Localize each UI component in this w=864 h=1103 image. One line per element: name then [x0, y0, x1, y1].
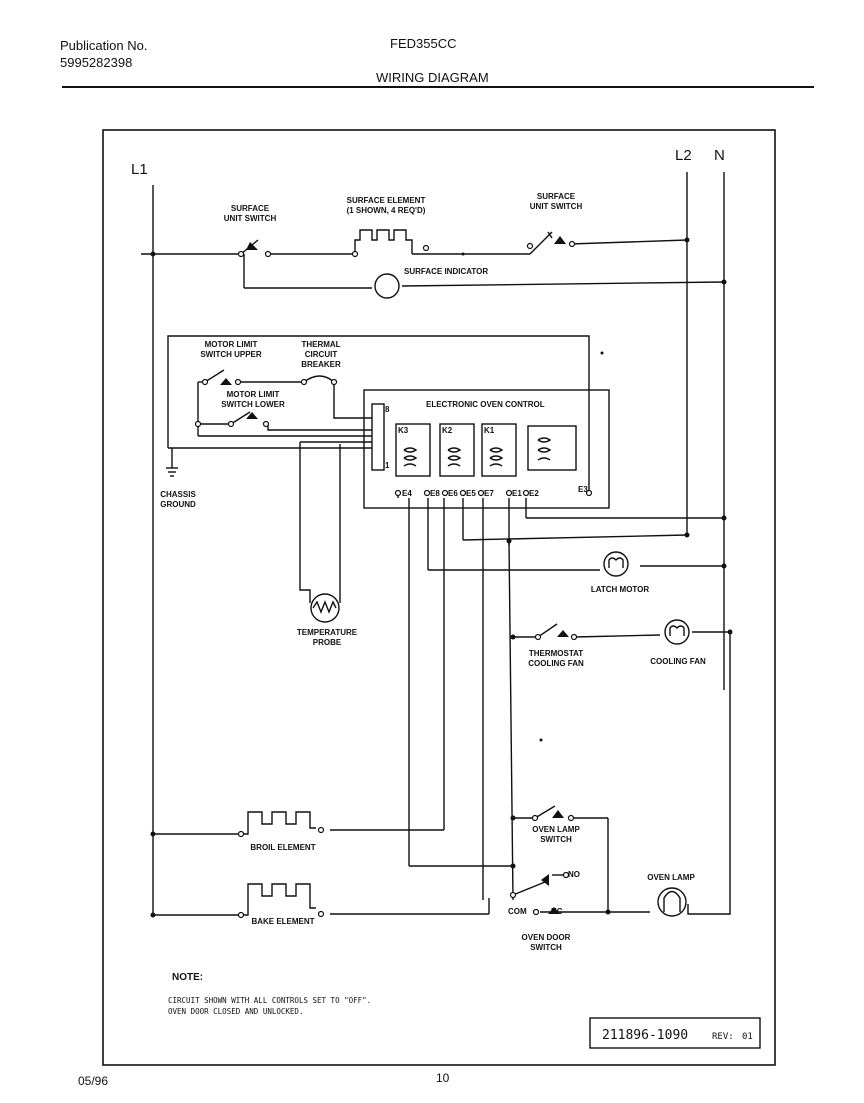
thermal-breaker-label-3: BREAKER — [301, 360, 341, 369]
connector-pin-8: 8 — [385, 405, 390, 414]
surface-element-label-2: (1 SHOWN, 4 REQ'D) — [347, 206, 426, 215]
temperature-probe — [310, 593, 340, 623]
terminal-e7: E7 — [484, 489, 494, 498]
terminal-e8: E8 — [430, 489, 440, 498]
surface-switch-left-label-2: UNIT SWITCH — [224, 214, 277, 223]
diagram-frame — [102, 129, 776, 1066]
switch-com-label: COM — [508, 907, 527, 916]
surface-switch-right-label-1: SURFACE — [537, 192, 576, 201]
bake-element — [241, 883, 316, 916]
terminal-e1: E1 — [512, 489, 522, 498]
oven-lamp-switch-label-2: SWITCH — [540, 835, 572, 844]
model-number: FED355CC — [390, 36, 457, 51]
thermal-breaker-label-2: CIRCUIT — [305, 350, 338, 359]
note-title: NOTE: — [172, 972, 203, 983]
thermostat-fan-label-2: COOLING FAN — [528, 659, 584, 668]
header-rule — [62, 86, 814, 88]
junction-dots — [150, 237, 733, 918]
note-line-2: OVEN DOOR CLOSED AND UNLOCKED. — [168, 1007, 303, 1016]
note-line-1: CIRCUIT SHOWN WITH ALL CONTROLS SET TO "… — [168, 996, 371, 1005]
terminal-e2: E2 — [529, 489, 539, 498]
cooling-fan-label: COOLING FAN — [650, 657, 706, 666]
temperature-probe-label-1: TEMPERATURE — [297, 628, 358, 637]
surface-element — [354, 229, 413, 254]
thermal-breaker — [303, 375, 335, 383]
relay-k3-label: K3 — [398, 426, 409, 435]
surface-switch-left-label-1: SURFACE — [231, 204, 270, 213]
part-number: 211896-1090 — [602, 1028, 688, 1043]
oven-door-switch-label-2: SWITCH — [530, 943, 562, 952]
relay-k2-label: K2 — [442, 426, 453, 435]
terminal-e5: E5 — [466, 489, 476, 498]
temperature-probe-label-2: PROBE — [313, 638, 342, 647]
terminal-l2: L2 — [675, 147, 692, 164]
publication-number: 5995282398 — [60, 55, 133, 70]
oven-door-switch-label-1: OVEN DOOR — [522, 933, 571, 942]
broil-element — [241, 811, 316, 835]
control-connector — [371, 403, 385, 471]
motor-limit-lower-label-1: MOTOR LIMIT — [227, 390, 280, 399]
surface-indicator-label: SURFACE INDICATOR — [404, 267, 488, 276]
electronic-oven-control-label: ELECTRONIC OVEN CONTROL — [426, 400, 545, 409]
thermal-breaker-label-1: THERMAL — [301, 340, 340, 349]
motor-limit-upper-label-2: SWITCH UPPER — [200, 350, 262, 359]
switch-nc-label: NC — [551, 907, 563, 916]
oven-lamp-switch-label-1: OVEN LAMP — [532, 825, 580, 834]
oven-lamp-label: OVEN LAMP — [647, 873, 695, 882]
page-number: 10 — [436, 1071, 450, 1085]
surface-element-label-1: SURFACE ELEMENT — [347, 196, 426, 205]
electronic-oven-control — [363, 389, 610, 509]
relay-k1-label: K1 — [484, 426, 495, 435]
latch-motor-label: LATCH MOTOR — [591, 585, 650, 594]
oven-lamp — [657, 887, 687, 917]
chassis-ground-label-1: CHASSIS — [160, 490, 196, 499]
part-number-box — [589, 1017, 761, 1049]
rev-label: REV: — [712, 1032, 734, 1042]
bake-element-label: BAKE ELEMENT — [251, 917, 314, 926]
terminal-e6: E6 — [448, 489, 458, 498]
terminal-l1: L1 — [131, 161, 148, 178]
page-title: WIRING DIAGRAM — [376, 70, 489, 85]
latch-motor — [603, 551, 629, 577]
surface-switch-right-label-2: UNIT SWITCH — [530, 202, 583, 211]
terminal-e3: E3 — [578, 485, 588, 494]
chassis-ground-label-2: GROUND — [160, 500, 196, 509]
surface-indicator-lamp — [374, 273, 400, 299]
cooling-fan-motor — [664, 619, 690, 645]
thermostat-fan-label-1: THERMOSTAT — [529, 649, 583, 658]
publication-label: Publication No. — [60, 38, 148, 53]
rev-value: 01 — [742, 1032, 753, 1042]
switch-no-label: NO — [568, 870, 580, 879]
motor-limit-lower-label-2: SWITCH LOWER — [221, 400, 285, 409]
terminal-e4: E4 — [402, 489, 412, 498]
motor-limit-upper-label-1: MOTOR LIMIT — [205, 340, 258, 349]
broil-element-label: BROIL ELEMENT — [250, 843, 315, 852]
connector-pin-1: 1 — [385, 461, 390, 470]
footer-date: 05/96 — [78, 1074, 109, 1088]
terminal-n: N — [714, 147, 725, 164]
